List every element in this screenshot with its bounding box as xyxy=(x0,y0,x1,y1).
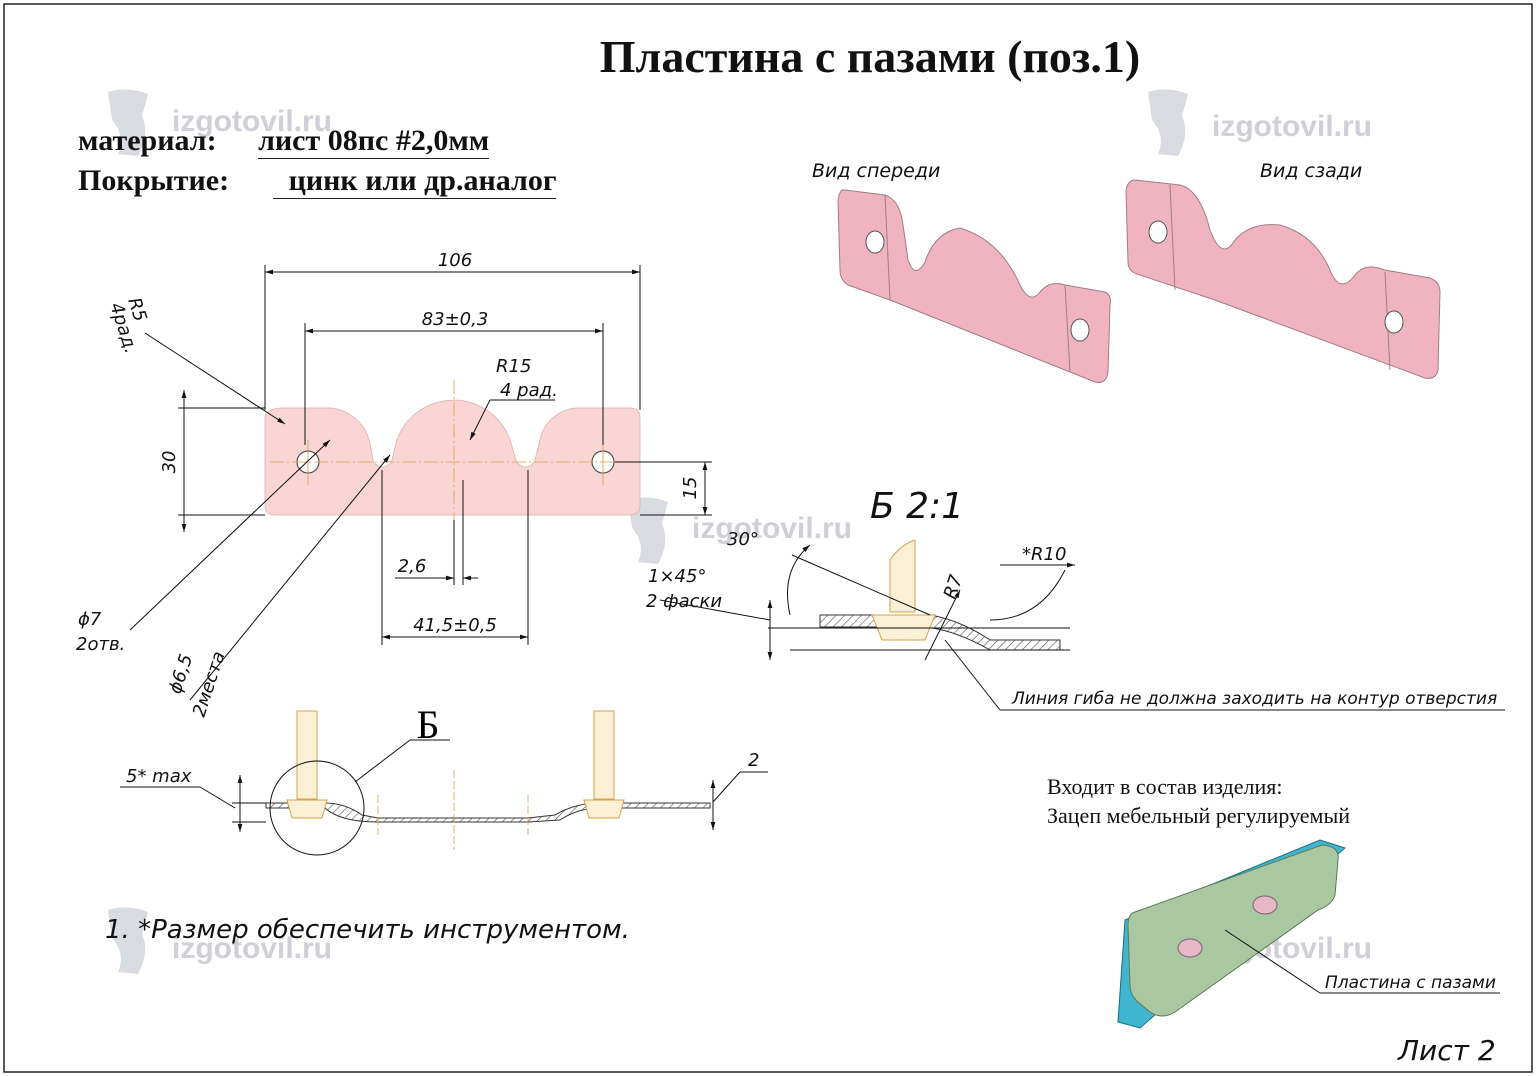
plate-outline xyxy=(264,399,641,516)
screw-left xyxy=(286,710,328,819)
assembly-render: Пластина с пазами xyxy=(1117,839,1500,1029)
dim-hole7-label: ϕ7 xyxy=(78,609,102,630)
front-view-label: Вид спереди xyxy=(812,160,940,182)
material-value: лист 08пс #2,0мм xyxy=(258,124,490,159)
dim-5max-label: 5* max xyxy=(126,766,192,787)
side-profile xyxy=(265,802,711,823)
coating-row: Покрытие: цинк или др.аналог xyxy=(78,164,557,199)
plate-side-view: Б 5* max 2 xyxy=(120,702,768,856)
dim-thickness-label: 2 xyxy=(748,750,759,771)
callout-b: Б xyxy=(417,702,440,747)
material-label: материал: xyxy=(78,124,217,157)
assembly-callout-label: Пластина с пазами xyxy=(1325,973,1496,993)
screw-right xyxy=(583,710,625,819)
front-render-hole-left xyxy=(865,230,885,254)
watermark-text: izgotovil.ru xyxy=(172,932,332,965)
watermark-text: izgotovil.ru xyxy=(692,512,852,545)
detail-r7-label: R7 xyxy=(940,572,968,602)
detail-chamfer-label: 1×45° xyxy=(648,566,706,587)
coating-label: Покрытие: xyxy=(78,164,230,197)
front-render-body xyxy=(837,189,1111,383)
watermark-text: izgotovil.ru xyxy=(1212,110,1372,143)
dim-hole65-label: ϕ6,5 xyxy=(165,652,197,697)
detail-r10-label: *R10 xyxy=(1022,544,1066,565)
detail-title: Б 2:1 xyxy=(870,486,964,527)
detail-circle-b xyxy=(269,760,365,856)
detail-angle-label: 30° xyxy=(727,529,759,550)
dim-r15-count: 4 рад. xyxy=(500,380,558,401)
assembly-line-2: Зацеп мебельный регулируемый xyxy=(1047,803,1351,828)
material-row: материал: лист 08пс #2,0мм xyxy=(78,124,490,159)
dim-15-label: 15 xyxy=(680,477,701,500)
detail-chamfer-count: 2 фаски xyxy=(646,591,722,612)
dim-2-6-label: 2,6 xyxy=(398,556,427,577)
assembly-line-1: Входит в состав изделия: xyxy=(1047,774,1283,799)
assembly-screw-left xyxy=(1177,938,1203,958)
assembly-plate xyxy=(1127,844,1339,1017)
render-back-view: Вид сзади xyxy=(1125,160,1441,379)
dim-r15-label: R15 xyxy=(496,356,531,377)
dim-83-label: 83±0,3 xyxy=(422,309,489,330)
dim-106-label: 106 xyxy=(438,250,472,271)
assembly-screw-right xyxy=(1252,895,1278,915)
dimensions-main-view xyxy=(129,265,712,701)
watermark-logo-bottom-left: izgotovil.ru xyxy=(108,907,332,974)
coating-value: цинк или др.аналог xyxy=(272,164,557,199)
dim-41-5-label: 41,5±0,5 xyxy=(413,615,497,636)
detail-section xyxy=(819,614,1061,651)
back-view-label: Вид сзади xyxy=(1260,160,1362,182)
back-render-hole-left xyxy=(1148,220,1168,244)
back-render-body xyxy=(1125,179,1441,379)
watermark-logo-center: izgotovil.ru xyxy=(628,497,852,564)
watermark-logo-top-left: izgotovil.ru xyxy=(108,89,332,156)
render-front-view: Вид спереди xyxy=(812,160,1111,383)
dim-hole7-count: 2отв. xyxy=(76,634,125,655)
assembly-info: Входит в состав изделия: Зацеп мебельный… xyxy=(1047,772,1350,830)
general-note: 1. *Размер обеспечить инструментом. xyxy=(105,915,630,945)
watermark-logo-top-right: izgotovil.ru xyxy=(1148,89,1372,156)
detail-b-view: Б 2:1 30° 1×45° 2 фаски R7 *R10 Линия ги… xyxy=(646,486,1505,711)
back-render-hole-right xyxy=(1384,310,1404,334)
dim-30-label: 30 xyxy=(159,451,180,474)
sheet-number: Лист 2 xyxy=(1397,1034,1496,1067)
page-title: Пластина с пазами (поз.1) xyxy=(599,31,1141,82)
plate-main-view xyxy=(264,380,645,580)
detail-screw-shank xyxy=(889,539,916,613)
front-render-hole-right xyxy=(1070,318,1090,342)
sheet-frame xyxy=(3,3,1533,1073)
bend-line-note: Линия гиба не должна заходить на контур … xyxy=(1011,689,1497,709)
watermark-text: izgotovil.ru xyxy=(172,105,332,138)
